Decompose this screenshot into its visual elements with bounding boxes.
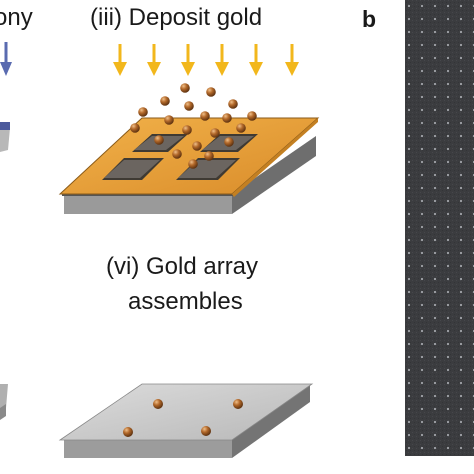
substrate-partial-bottom (0, 384, 8, 420)
gold-nanoparticle (138, 107, 148, 117)
down-arrow-icon (113, 44, 127, 76)
down-arrow-icon (147, 44, 161, 76)
gold-nanoparticle (164, 115, 174, 125)
gold-particles (130, 83, 257, 169)
gold-nanoparticle (204, 151, 214, 161)
substrate-partial-top (0, 122, 10, 152)
gold-nanoparticle (192, 141, 202, 151)
gold-nanoparticle (210, 128, 220, 138)
deposit-arrows (113, 44, 299, 76)
gold-nanoparticle (160, 96, 170, 106)
panel-label-b: b (362, 6, 377, 32)
blue-arrow-icon (0, 42, 12, 76)
step-label-gold-array-line2: assembles (128, 288, 243, 315)
step-label-gold-array-line1: (vi) Gold array (106, 253, 259, 280)
gold-nanoparticle (201, 426, 211, 436)
gold-nanoparticle (130, 123, 140, 133)
step-label-deposit-gold: (iii) Deposit gold (90, 4, 263, 31)
sem-micrograph (405, 0, 474, 456)
gold-nanoparticle (180, 83, 190, 93)
gold-nanoparticle (200, 111, 210, 121)
gold-nanoparticle (228, 99, 238, 109)
down-arrow-icon (285, 44, 299, 76)
mask-opening (102, 158, 164, 180)
gold-nanoparticle (222, 113, 232, 123)
gold-nanoparticle (236, 123, 246, 133)
gold-nanoparticle (153, 399, 163, 409)
down-arrow-icon (249, 44, 263, 76)
gold-nanoparticle (184, 101, 194, 111)
mask-opening (176, 158, 240, 180)
gold-nanoparticle (233, 399, 243, 409)
step-label-cut: ony (0, 4, 33, 31)
gold-nanoparticle (182, 125, 192, 135)
gold-nanoparticle (188, 159, 198, 169)
gold-nanoparticle (154, 135, 164, 145)
gold-nanoparticle (206, 87, 216, 97)
gold-nanoparticle (247, 111, 257, 121)
gold-array-substrate (58, 383, 314, 458)
down-arrow-icon (215, 44, 229, 76)
gold-nanoparticle (172, 149, 182, 159)
down-arrow-icon (181, 44, 195, 76)
gold-nanoparticle (224, 137, 234, 147)
gold-nanoparticle (123, 427, 133, 437)
